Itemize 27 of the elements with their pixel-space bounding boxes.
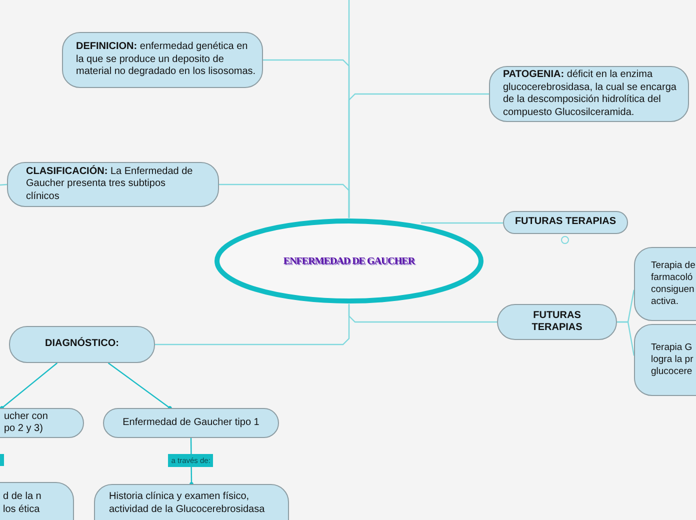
connector-line	[0, 184, 8, 186]
topic-text: PATOGENIA: déficit en la enzima glucocerebrosidasa, la cual se encarga de la descomposición hidrolítica del compuesto Glucosilceramida.	[503, 69, 678, 119]
central-topic-title: ENFERMEDAD DE GAUCHER	[282, 256, 416, 266]
topic-text: Historia clínica y examen físico, actividad de la Glucocerebrosidasa	[109, 491, 266, 516]
topic-text: DIAGNÓSTICO:	[45, 338, 119, 351]
topic-text: ucher con po 2 y 3)	[4, 410, 49, 436]
topic-box	[9, 326, 155, 363]
topic-box	[7, 162, 219, 207]
topic-text: CLASIFICACIÓN: La Enfermedad de Gaucher presenta tres subtipos clínicos	[26, 166, 194, 204]
topic-box	[62, 32, 263, 88]
topic-text: Terapia G logra la pr glucocere	[651, 342, 694, 378]
topic-box	[497, 304, 617, 340]
topic-box	[103, 408, 279, 438]
topic-box	[0, 408, 84, 438]
central-topic-ellipse	[214, 218, 484, 304]
connector-line	[421, 222, 503, 224]
connector-line	[617, 321, 635, 356]
topic-box	[503, 211, 628, 234]
topic-box	[489, 66, 689, 122]
connector-line	[155, 304, 350, 346]
topic-text: DEFINICION: enfermedad genética en la que se produce un deposito de material no degradado en los lisosomas.	[76, 41, 256, 79]
topic-text: FUTURAS TERAPIAS	[514, 216, 616, 229]
connector-line	[348, 0, 350, 218]
topic-text: Enfermedad de Gaucher tipo 1	[122, 416, 260, 430]
topic-text: d de la n los ética	[3, 491, 42, 516]
topic-text: Terapia de farmacoló consiguen activa.	[651, 260, 696, 308]
topic-text: FUTURAS TERAPIAS	[530, 310, 584, 334]
